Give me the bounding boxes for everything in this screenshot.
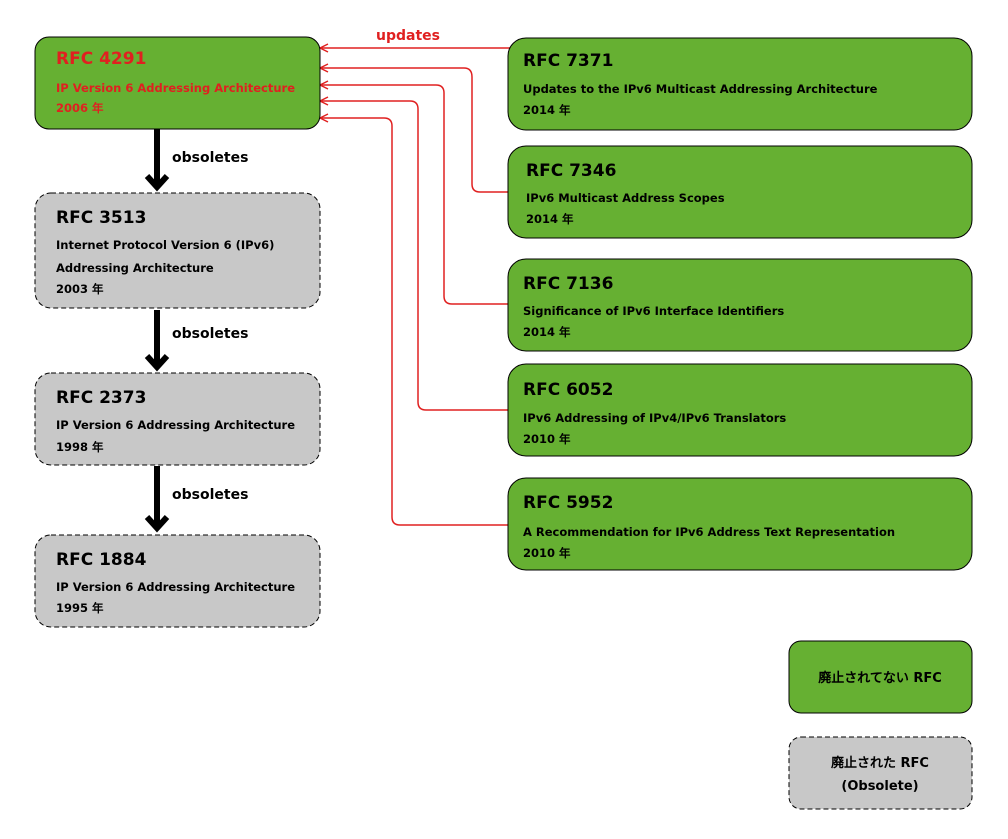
- node-rfc7371-year: 2014 年: [523, 103, 571, 117]
- node-rfc2373-title: RFC 2373: [56, 388, 146, 408]
- node-rfc3513-title: RFC 3513: [56, 208, 146, 228]
- node-rfc2373-subtitle: IP Version 6 Addressing Architecture: [56, 418, 295, 432]
- updates-label: updates: [376, 28, 440, 44]
- node-rfc2373-year: 1998 年: [56, 440, 104, 454]
- node-rfc4291-title: RFC 4291: [56, 49, 146, 69]
- node-rfc3513-line2: Addressing Architecture: [56, 261, 214, 275]
- obsoletes-label-2: obsoletes: [172, 326, 248, 342]
- node-rfc5952-year: 2010 年: [523, 546, 571, 560]
- node-rfc4291-year: 2006 年: [56, 101, 104, 115]
- node-rfc1884: RFC 1884 IP Version 6 Addressing Archite…: [34, 534, 321, 628]
- obsoletes-arrow-2373-1884: [144, 466, 170, 533]
- update-line-rfc7346: [319, 63, 512, 193]
- legend-active-label: 廃止されてない RFC: [817, 670, 942, 686]
- node-rfc7136-year: 2014 年: [523, 325, 571, 339]
- node-rfc6052-subtitle: IPv6 Addressing of IPv4/IPv6 Translators: [523, 411, 786, 425]
- node-rfc5952: RFC 5952 A Recommendation for IPv6 Addre…: [507, 477, 973, 571]
- legend-obsolete-line2: (Obsolete): [841, 779, 918, 794]
- node-rfc6052: RFC 6052 IPv6 Addressing of IPv4/IPv6 Tr…: [507, 363, 973, 457]
- node-rfc1884-year: 1995 年: [56, 601, 104, 615]
- node-rfc7371-title: RFC 7371: [523, 51, 613, 71]
- obsoletes-label-1: obsoletes: [172, 150, 248, 166]
- obsoletes-arrow-3513-2373: [144, 310, 170, 372]
- node-rfc6052-title: RFC 6052: [523, 380, 613, 400]
- node-rfc1884-subtitle: IP Version 6 Addressing Architecture: [56, 580, 295, 594]
- node-rfc3513: RFC 3513 Internet Protocol Version 6 (IP…: [34, 192, 321, 309]
- node-rfc7136-title: RFC 7136: [523, 274, 613, 294]
- legend-obsolete: 廃止された RFC (Obsolete): [788, 736, 973, 810]
- legend-active: 廃止されてない RFC: [788, 640, 973, 714]
- node-rfc7346-title: RFC 7346: [526, 161, 616, 181]
- node-rfc7371: RFC 7371 Updates to the IPv6 Multicast A…: [507, 37, 973, 131]
- node-rfc3513-year: 2003 年: [56, 282, 104, 296]
- node-rfc3513-line1: Internet Protocol Version 6 (IPv6): [56, 238, 274, 252]
- node-rfc5952-title: RFC 5952: [523, 493, 613, 513]
- node-rfc7371-subtitle: Updates to the IPv6 Multicast Addressing…: [523, 82, 878, 96]
- node-rfc7346-subtitle: IPv6 Multicast Address Scopes: [526, 191, 725, 205]
- node-rfc7136: RFC 7136 Significance of IPv6 Interface …: [507, 258, 973, 352]
- update-line-rfc7136: [319, 80, 512, 305]
- node-rfc7346-year: 2014 年: [526, 212, 574, 226]
- node-rfc7136-subtitle: Significance of IPv6 Interface Identifie…: [523, 304, 784, 318]
- obsoletes-arrow-4291-3513: [144, 129, 170, 192]
- updates-connectors: [319, 43, 512, 526]
- node-rfc4291-subtitle: IP Version 6 Addressing Architecture: [56, 81, 295, 95]
- obsoletes-arrows: [144, 129, 170, 533]
- node-rfc2373: RFC 2373 IP Version 6 Addressing Archite…: [34, 372, 321, 466]
- node-rfc4291: RFC 4291 IP Version 6 Addressing Archite…: [34, 36, 321, 130]
- legend-obsolete-line1: 廃止された RFC: [830, 755, 929, 771]
- update-line-rfc5952: [319, 113, 512, 526]
- node-rfc5952-subtitle: A Recommendation for IPv6 Address Text R…: [523, 525, 895, 539]
- node-rfc1884-title: RFC 1884: [56, 550, 147, 570]
- node-rfc6052-year: 2010 年: [523, 432, 571, 446]
- node-rfc7346: RFC 7346 IPv6 Multicast Address Scopes 2…: [507, 145, 973, 239]
- update-line-rfc6052: [319, 96, 512, 411]
- obsoletes-label-3: obsoletes: [172, 487, 248, 503]
